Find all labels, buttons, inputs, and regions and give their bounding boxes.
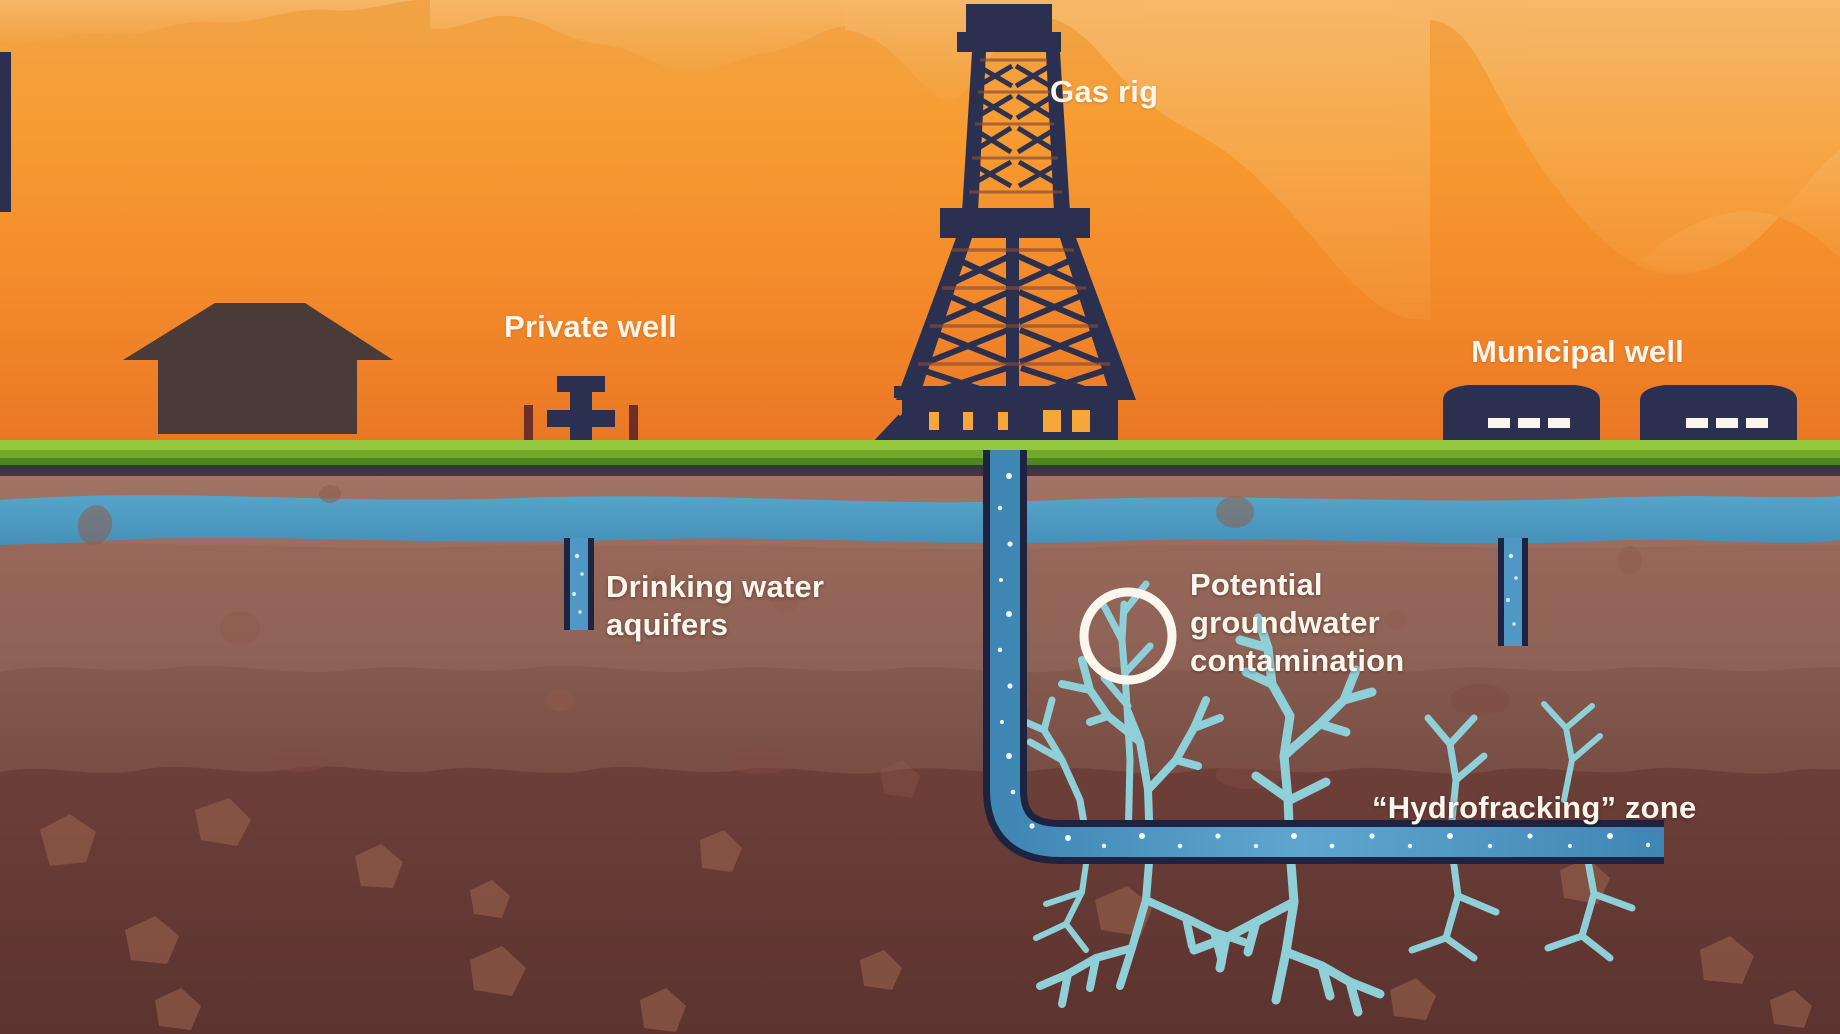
municipal-water-tanks	[1443, 385, 1797, 454]
label-drinking-water-aquifers: Drinking water aquifers	[606, 569, 825, 642]
label-hydrofracking-zone: “Hydrofracking” zone	[1372, 790, 1697, 825]
private-wellhead	[524, 376, 638, 454]
ground-strata	[0, 476, 1840, 1034]
rig-window	[929, 410, 1090, 432]
aquifer-water-band	[0, 495, 1840, 546]
cloud-icon	[430, 0, 845, 73]
contamination-highlight-circle	[1079, 587, 1177, 685]
fracture-cluster	[1408, 846, 1500, 962]
fracture-cluster	[1189, 845, 1385, 1017]
tank-dash	[1686, 418, 1768, 428]
fluid-particles	[997, 473, 1651, 849]
fracture-cluster	[1544, 846, 1636, 962]
fracture-cluster	[1424, 714, 1488, 824]
fracture-network	[1012, 580, 1636, 1017]
horizontal-wellbore	[983, 450, 1664, 864]
rock-pebbles	[77, 485, 1642, 711]
fracture-cluster	[1058, 656, 1224, 850]
house-silhouette	[123, 303, 393, 434]
gas-rig-derrick	[0, 4, 1136, 401]
label-potential-groundwater-contamination: Potential groundwater contamination	[1190, 567, 1405, 678]
fracture-upward-leak	[1100, 580, 1154, 850]
label-private-well: Private well	[504, 309, 677, 344]
cloud-icon	[1430, 0, 1840, 275]
cloud-icon	[1040, 0, 1430, 320]
cloud-icon	[0, 0, 440, 44]
label-gas-rig: Gas rig	[1050, 74, 1159, 109]
private-well-pipe	[564, 538, 594, 630]
cloud-icon	[1640, 150, 1840, 273]
label-municipal-well: Municipal well	[1471, 334, 1684, 369]
fracture-cluster	[1541, 701, 1603, 803]
municipal-well-pipe	[1498, 538, 1528, 646]
tank-dash	[1488, 418, 1570, 428]
cloud-group	[0, 0, 1840, 320]
grass-surface	[0, 440, 1840, 480]
